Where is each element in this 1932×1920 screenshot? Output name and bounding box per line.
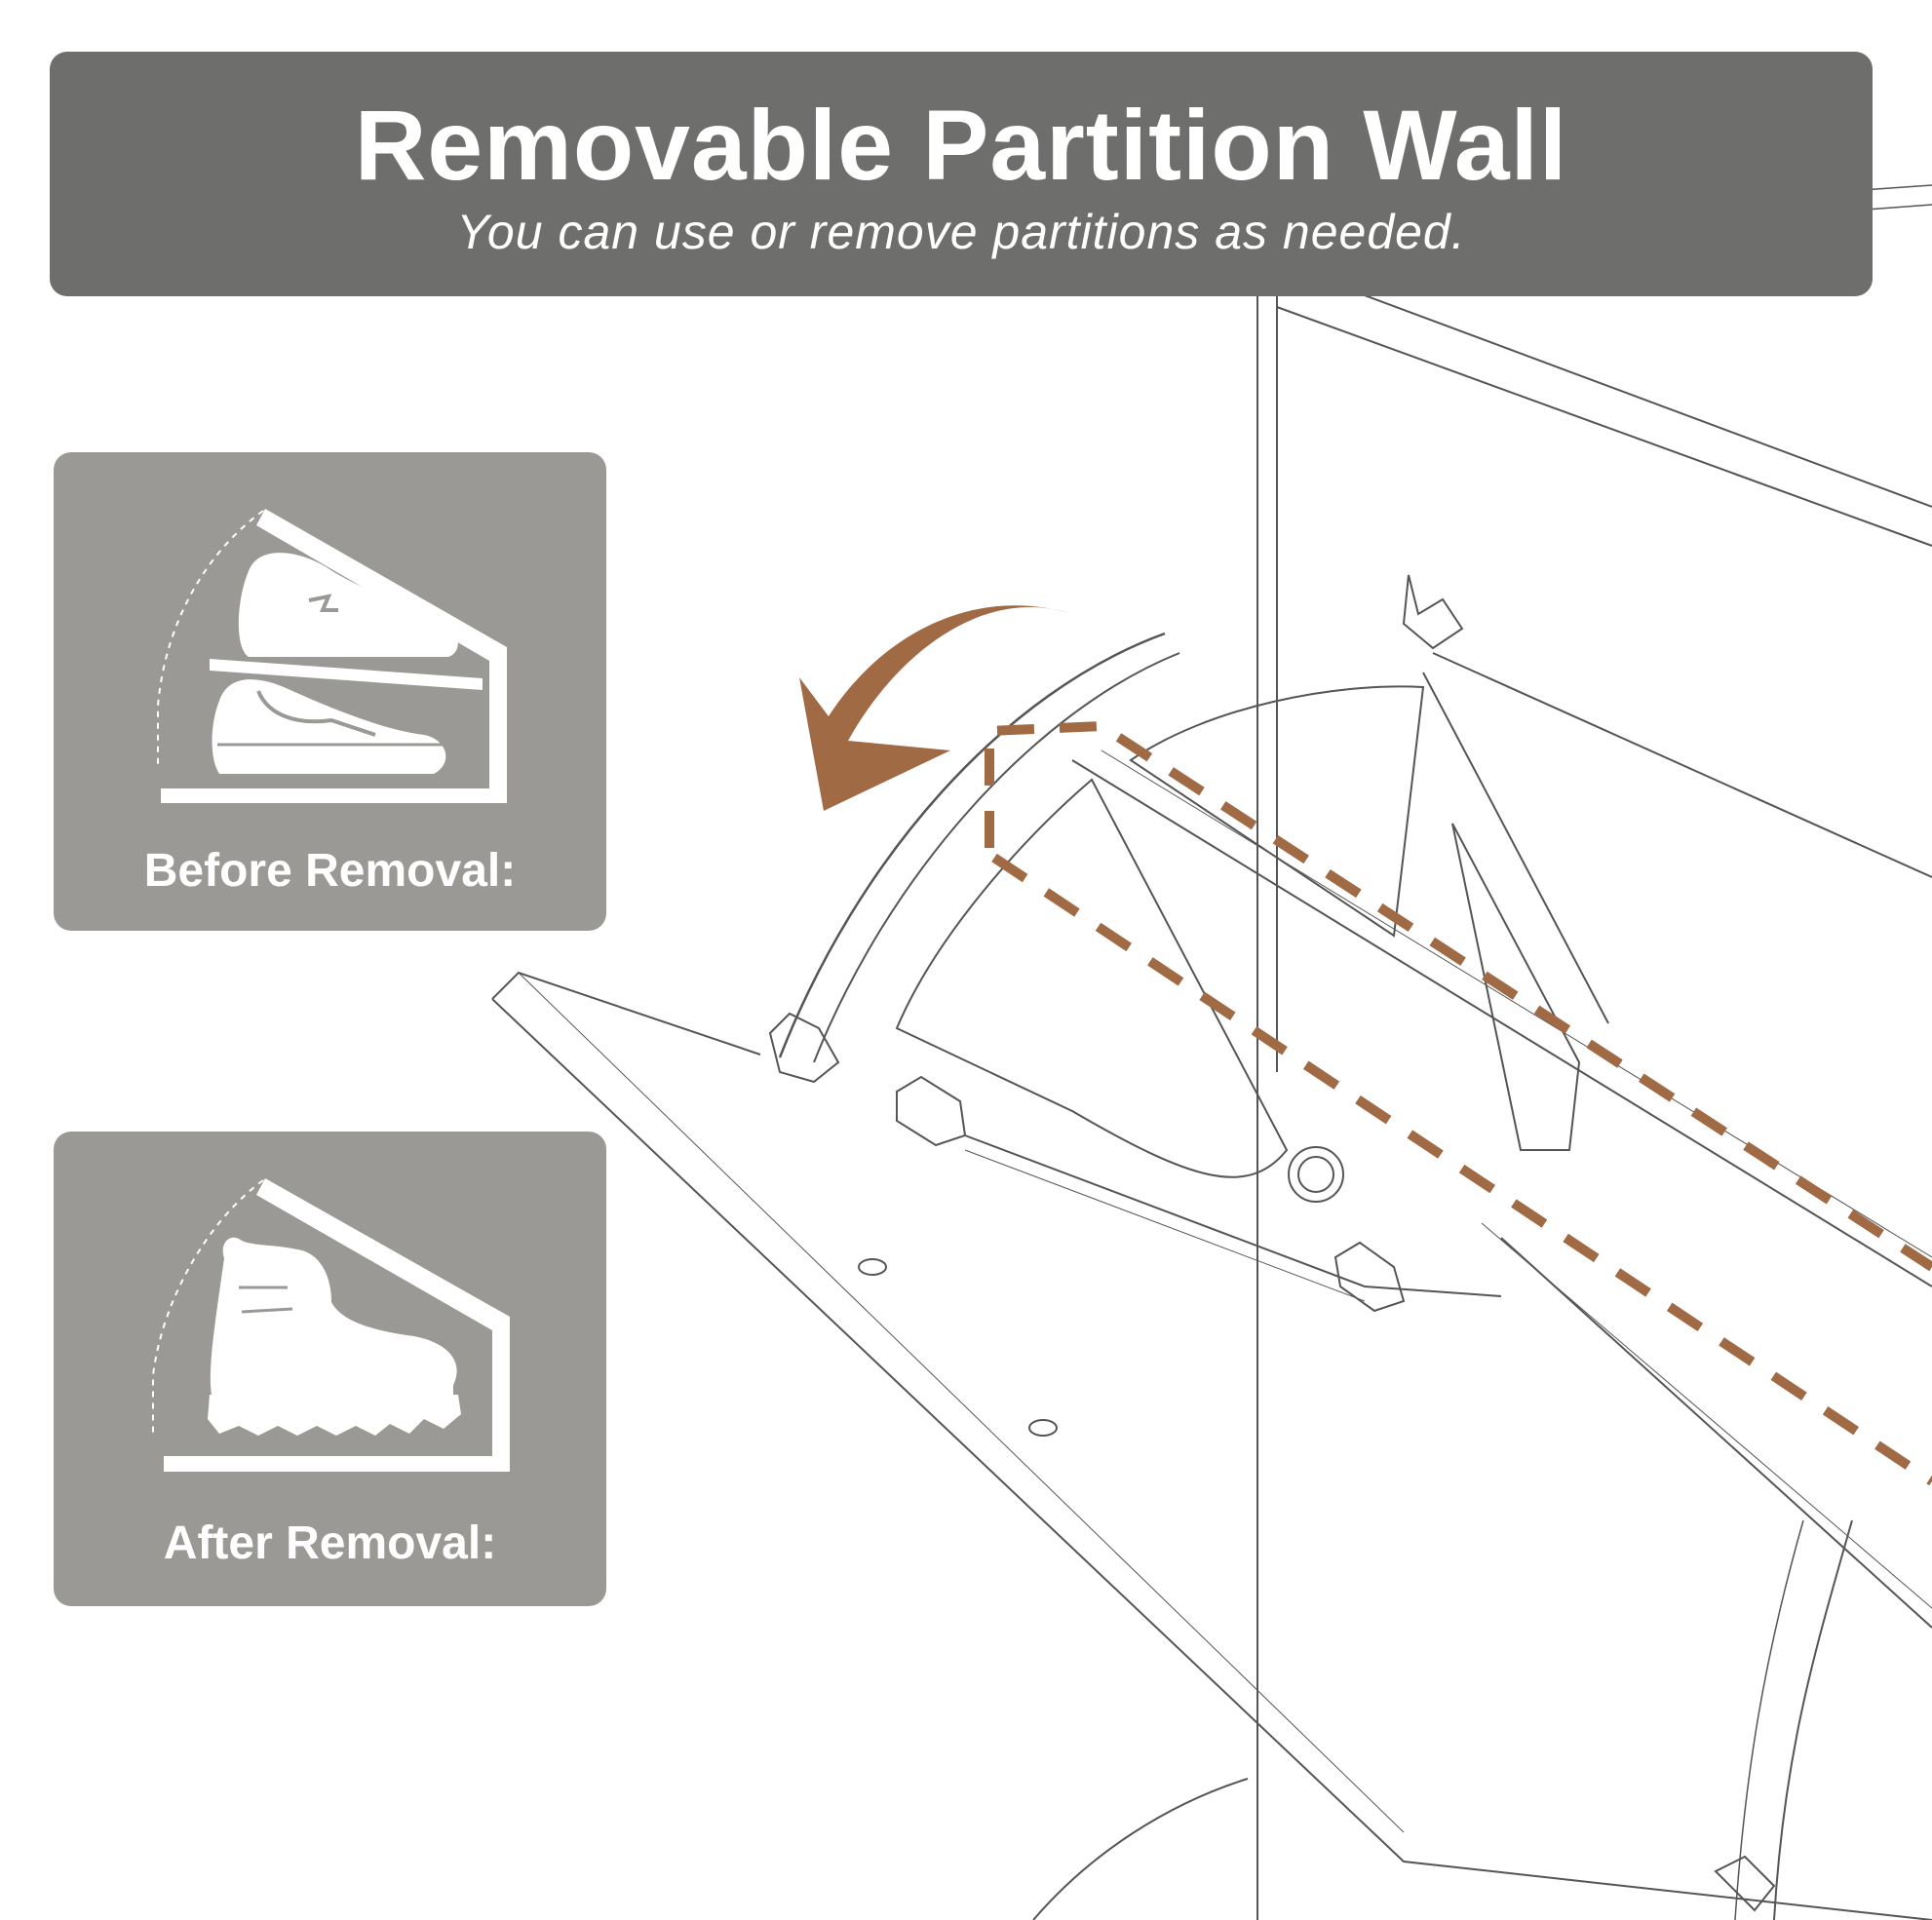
boot-icon — [152, 1178, 510, 1472]
header-banner: Removable Partition Wall You can use or … — [50, 52, 1873, 296]
removal-arrow-icon — [799, 605, 1072, 811]
before-removal-card: Before Removal: — [54, 452, 606, 931]
page-title: Removable Partition Wall — [354, 90, 1568, 201]
before-removal-label: Before Removal: — [143, 845, 517, 897]
after-removal-card: After Removal: — [54, 1132, 606, 1606]
two-shoes-stacked-icon — [157, 509, 507, 803]
page-subtitle: You can use or remove partitions as need… — [456, 205, 1466, 260]
after-removal-label: After Removal: — [163, 1517, 497, 1569]
